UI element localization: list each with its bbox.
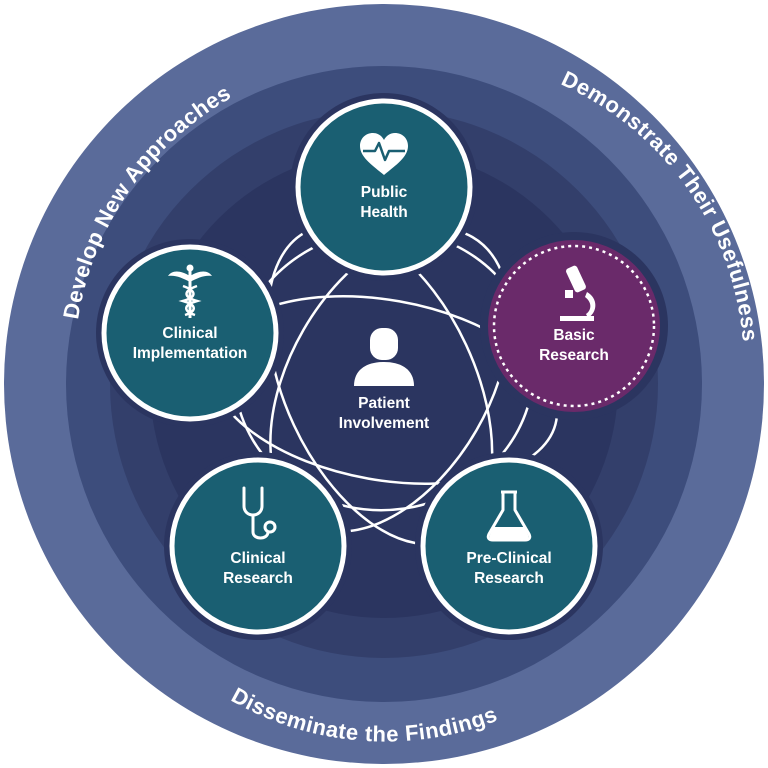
node-preclinical-research-line2: Research [474,570,544,587]
node-public-health[interactable]: Public Health [290,93,478,281]
node-basic-research-circle[interactable] [488,240,660,412]
node-preclinical-research[interactable]: Pre-Clinical Research [415,452,603,640]
node-basic-research-line2: Research [539,347,609,364]
node-public-health-circle[interactable] [295,98,473,276]
microscope-icon [560,265,596,321]
node-clinical-implementation[interactable]: Clinical Implementation [96,239,284,427]
node-clinical-research-line1: Clinical [230,550,285,567]
node-clinical-research[interactable]: Clinical Research [164,452,352,640]
stethoscope-icon [242,486,277,540]
node-clinical-research-circle[interactable] [169,457,347,635]
center-patient-involvement: Patient Involvement [339,328,429,432]
center-label-line2: Involvement [339,415,429,432]
center-label-line1: Patient [358,395,410,412]
person-icon [354,328,414,386]
node-clinical-implementation-circle[interactable] [101,244,279,422]
node-public-health-line1: Public [361,184,408,201]
node-basic-research-line1: Basic [553,327,595,344]
heart-pulse-icon [360,133,408,175]
node-public-health-line2: Health [360,204,407,221]
node-basic-research[interactable]: Basic Research [480,232,668,420]
node-preclinical-research-line1: Pre-Clinical [466,550,551,567]
caduceus-icon [168,264,212,318]
node-basic-research-dashed-ring [492,244,656,408]
node-preclinical-research-circle[interactable] [420,457,598,635]
node-clinical-implementation-line1: Clinical [162,325,217,342]
node-clinical-research-line2: Research [223,570,293,587]
flask-icon [486,490,532,542]
node-clinical-implementation-line2: Implementation [133,345,248,362]
